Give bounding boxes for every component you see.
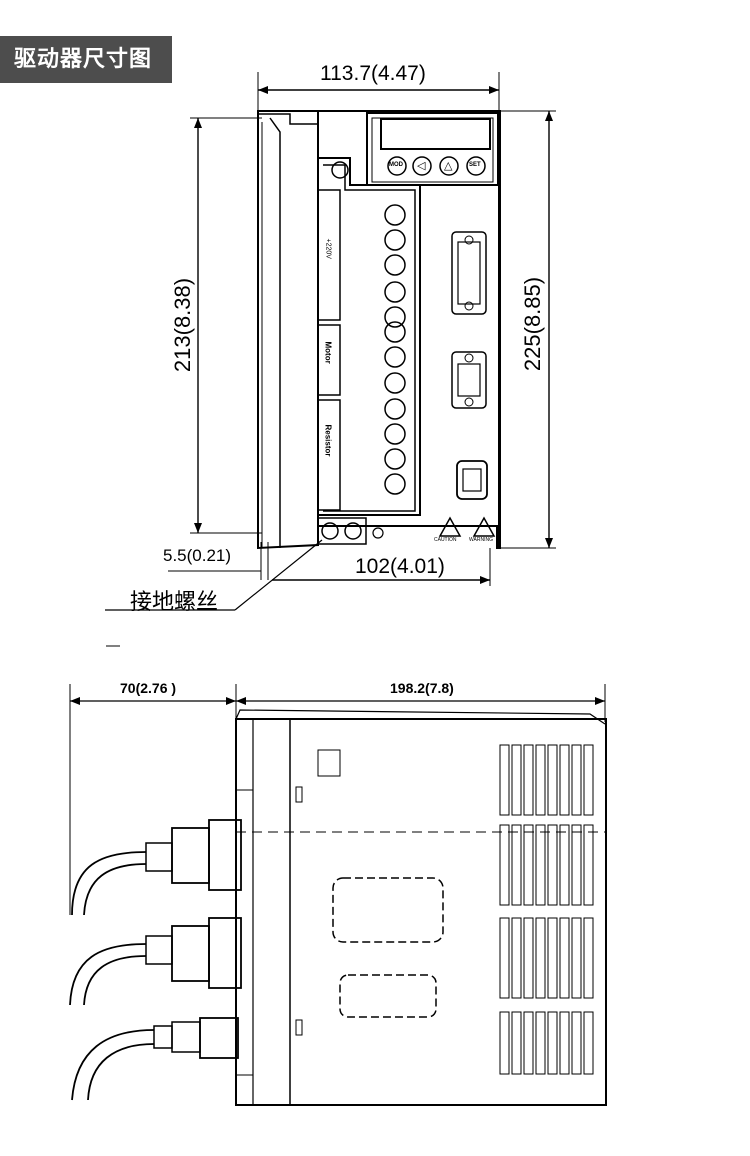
body-depth-dimension-line (235, 684, 606, 722)
middle-cable-plug (69, 917, 242, 1006)
vent-slots-top (499, 744, 594, 816)
caution-label: CAUTION (434, 537, 457, 543)
width-dimension-line (257, 72, 500, 112)
vent-slots-middle (499, 824, 594, 906)
left-key[interactable]: ◁ (417, 160, 426, 172)
mod-key[interactable]: MOD (389, 162, 403, 168)
right-height-dimension-line (499, 110, 556, 549)
drive-side-outline (235, 709, 607, 1106)
vent-slots-bottom (499, 1011, 594, 1075)
cn1-connector (451, 231, 487, 315)
mount-offset-dimension-line (168, 542, 269, 580)
up-key[interactable]: △ (444, 160, 453, 172)
terminal-screws (384, 204, 406, 495)
usb-connector (456, 460, 488, 500)
top-cable-plug (71, 819, 242, 916)
cn2-connector (451, 351, 487, 409)
title-badge: 驱动器尺寸图 (0, 36, 172, 83)
ground-screw-leader (105, 539, 323, 611)
cable-depth-label: 70(2.76 ) (120, 680, 177, 696)
width-label: 113.7(4.47) (320, 62, 426, 85)
mount-spacing-dimension-line (272, 548, 491, 586)
label-recesses (332, 877, 444, 1018)
warning-marks (438, 516, 496, 537)
ground-screw-label: 接地螺丝 (130, 590, 219, 615)
body-depth-label: 198.2(7.8) (390, 680, 454, 696)
set-key[interactable]: SET (469, 162, 481, 168)
mount-spacing-label: 102(4.01) (355, 555, 445, 578)
vent-slots-lower (499, 917, 594, 999)
display-panel (366, 112, 499, 186)
warning-label: WARNING (469, 537, 493, 543)
terminal-block (317, 157, 421, 516)
cable-depth-dimension-line (69, 684, 236, 915)
bottom-cable-plug (71, 1017, 239, 1101)
left-height-dimension-line (190, 117, 262, 534)
ground-screws (317, 517, 384, 545)
mount-offset-label: 5.5(0.21) (163, 546, 232, 565)
